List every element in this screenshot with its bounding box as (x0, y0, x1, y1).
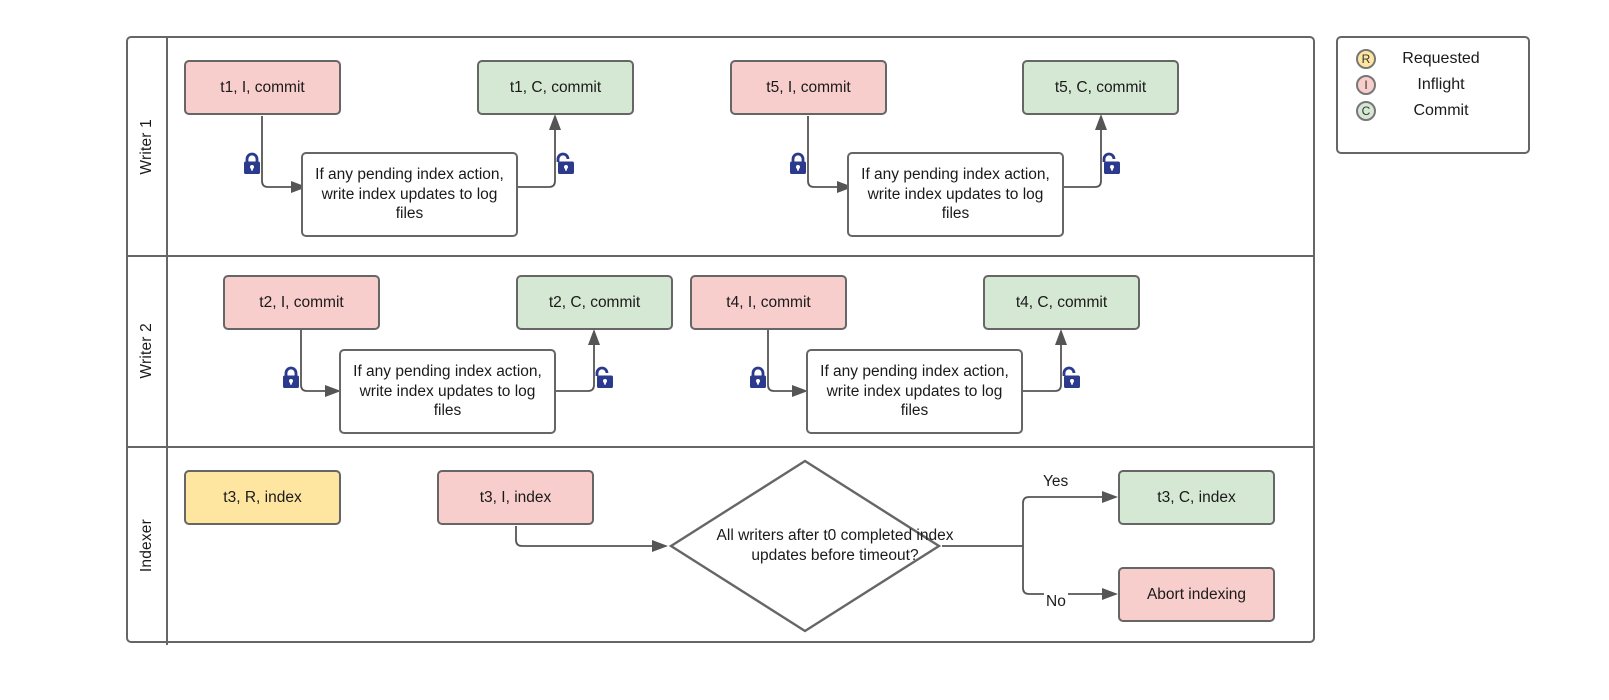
node-indexer-abort[interactable]: Abort indexing (1118, 567, 1275, 622)
node-indexer-t3-requested[interactable]: t3, R, index (184, 470, 341, 525)
legend-label-inflight: Inflight (1417, 76, 1465, 93)
process-w1-left[interactable]: If any pending index action, write index… (301, 152, 518, 237)
process-w2-left[interactable]: If any pending index action, write index… (339, 349, 556, 434)
node-indexer-t3-inflight[interactable]: t3, I, index (437, 470, 594, 525)
node-w2-t2-commit[interactable]: t2, C, commit (516, 275, 673, 330)
node-w1-t1-commit[interactable]: t1, C, commit (477, 60, 634, 115)
lock-closed-icon-w1-a (241, 152, 263, 176)
lane-writer-1: Writer 1 (128, 38, 1313, 255)
lane-header-writer-1: Writer 1 (128, 38, 168, 255)
lane-label-writer-2: Writer 2 (138, 322, 155, 379)
lane-header-indexer: Indexer (128, 446, 168, 645)
node-w1-t5-commit[interactable]: t5, C, commit (1022, 60, 1179, 115)
lock-closed-icon-w1-b (787, 152, 809, 176)
lane-indexer: Indexer (128, 446, 1313, 645)
legend-label-commit: Commit (1413, 102, 1469, 119)
legend-dot-inflight-icon: I (1356, 75, 1376, 95)
node-indexer-t3-commit[interactable]: t3, C, index (1118, 470, 1275, 525)
lock-open-icon-w2-b (1059, 366, 1081, 390)
lane-label-writer-1: Writer 1 (138, 118, 155, 175)
legend-dot-requested-icon: R (1356, 49, 1376, 69)
lane-label-indexer: Indexer (138, 518, 155, 573)
legend-dot-commit-icon: C (1356, 101, 1376, 121)
node-w1-t1-inflight[interactable]: t1, I, commit (184, 60, 341, 115)
legend-item-inflight: I Inflight (1356, 72, 1528, 98)
node-w2-t2-inflight[interactable]: t2, I, commit (223, 275, 380, 330)
lock-closed-icon-w2-a (280, 366, 302, 390)
node-w2-t4-inflight[interactable]: t4, I, commit (690, 275, 847, 330)
lock-open-icon-w1-b (1099, 152, 1121, 176)
legend-label-requested: Requested (1402, 50, 1480, 67)
legend-item-requested: R Requested (1356, 46, 1528, 72)
lock-closed-icon-w2-b (747, 366, 769, 390)
node-w2-t4-commit[interactable]: t4, C, commit (983, 275, 1140, 330)
lane-writer-2: Writer 2 (128, 255, 1313, 446)
process-w2-right[interactable]: If any pending index action, write index… (806, 349, 1023, 434)
edge-label-yes: Yes (1041, 473, 1071, 491)
edge-label-no: No (1044, 593, 1068, 611)
lane-header-writer-2: Writer 2 (128, 255, 168, 446)
process-w1-right[interactable]: If any pending index action, write index… (847, 152, 1064, 237)
lock-open-icon-w2-a (592, 366, 614, 390)
lock-open-icon-w1-a (553, 152, 575, 176)
node-w1-t5-inflight[interactable]: t5, I, commit (730, 60, 887, 115)
legend-item-commit: C Commit (1356, 98, 1528, 124)
lane-divider-1 (128, 255, 1313, 257)
legend-panel: R Requested I Inflight C Commit (1336, 36, 1530, 154)
decision-node-index-timeout[interactable]: All writers after t0 completed index upd… (668, 458, 953, 634)
lane-divider-2 (128, 446, 1313, 448)
